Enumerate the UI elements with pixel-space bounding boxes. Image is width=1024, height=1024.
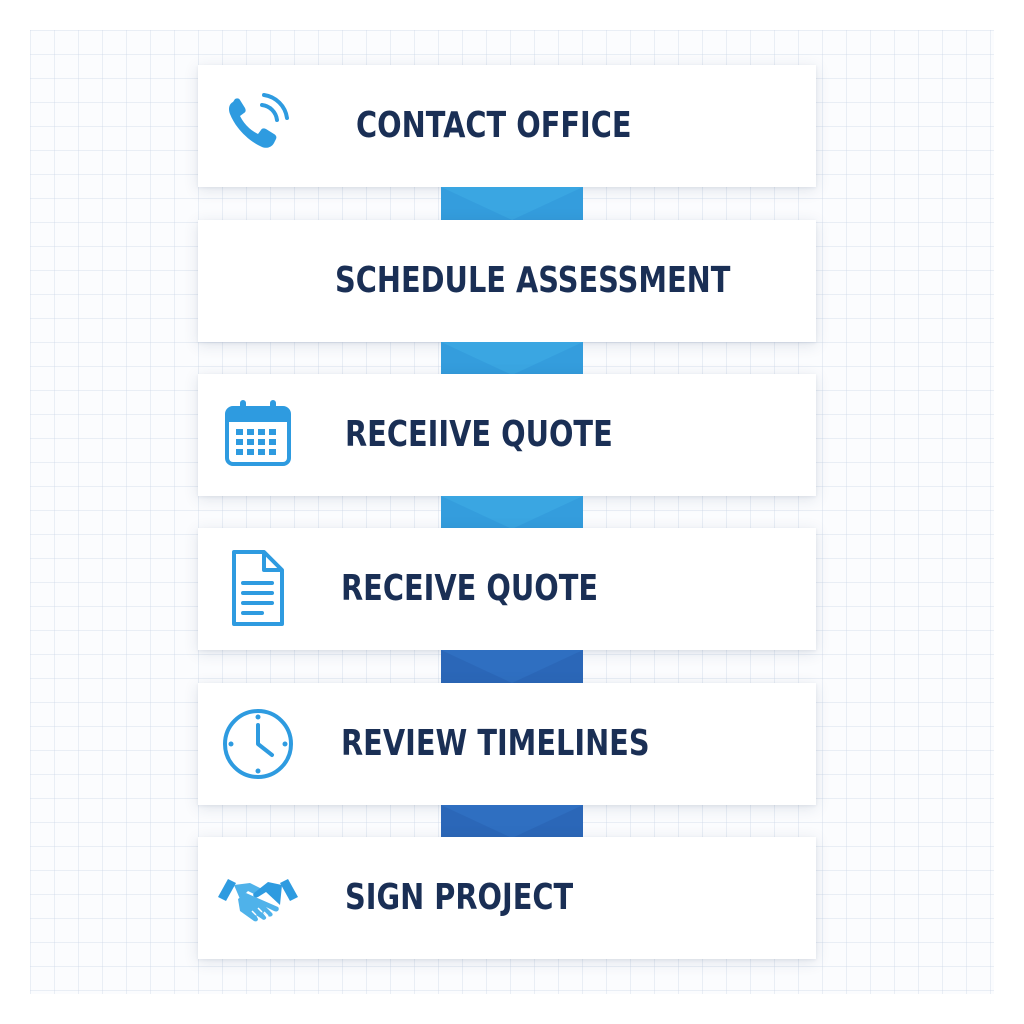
document-icon — [216, 548, 300, 630]
step-label: SIGN PROJECT — [345, 877, 574, 918]
handshake-icon — [216, 857, 300, 939]
step-sign-project: SIGN PROJECT — [198, 837, 816, 959]
step-review-timelines: REVIEW TIMELINES — [198, 683, 816, 805]
step-label: CONTACT OFFICE — [356, 105, 632, 146]
step-label: REVIEW TIMELINES — [341, 723, 650, 764]
step-label: RECEIVE QUOTE — [341, 568, 599, 609]
step-schedule-assessment: SCHEDULE ASSESSMENT — [198, 220, 816, 342]
step-receive-quote: RECEIVE QUOTE — [198, 528, 816, 650]
step-label: RECEIIVE QUOTE — [345, 414, 613, 455]
clock-icon — [216, 703, 300, 785]
step-label: SCHEDULE ASSESSMENT — [335, 260, 731, 301]
calendar-icon — [216, 394, 300, 476]
step-contact-office: CONTACT OFFICE — [198, 65, 816, 187]
phone-icon — [216, 85, 300, 167]
step-receiive-quote: RECEIIVE QUOTE — [198, 374, 816, 496]
